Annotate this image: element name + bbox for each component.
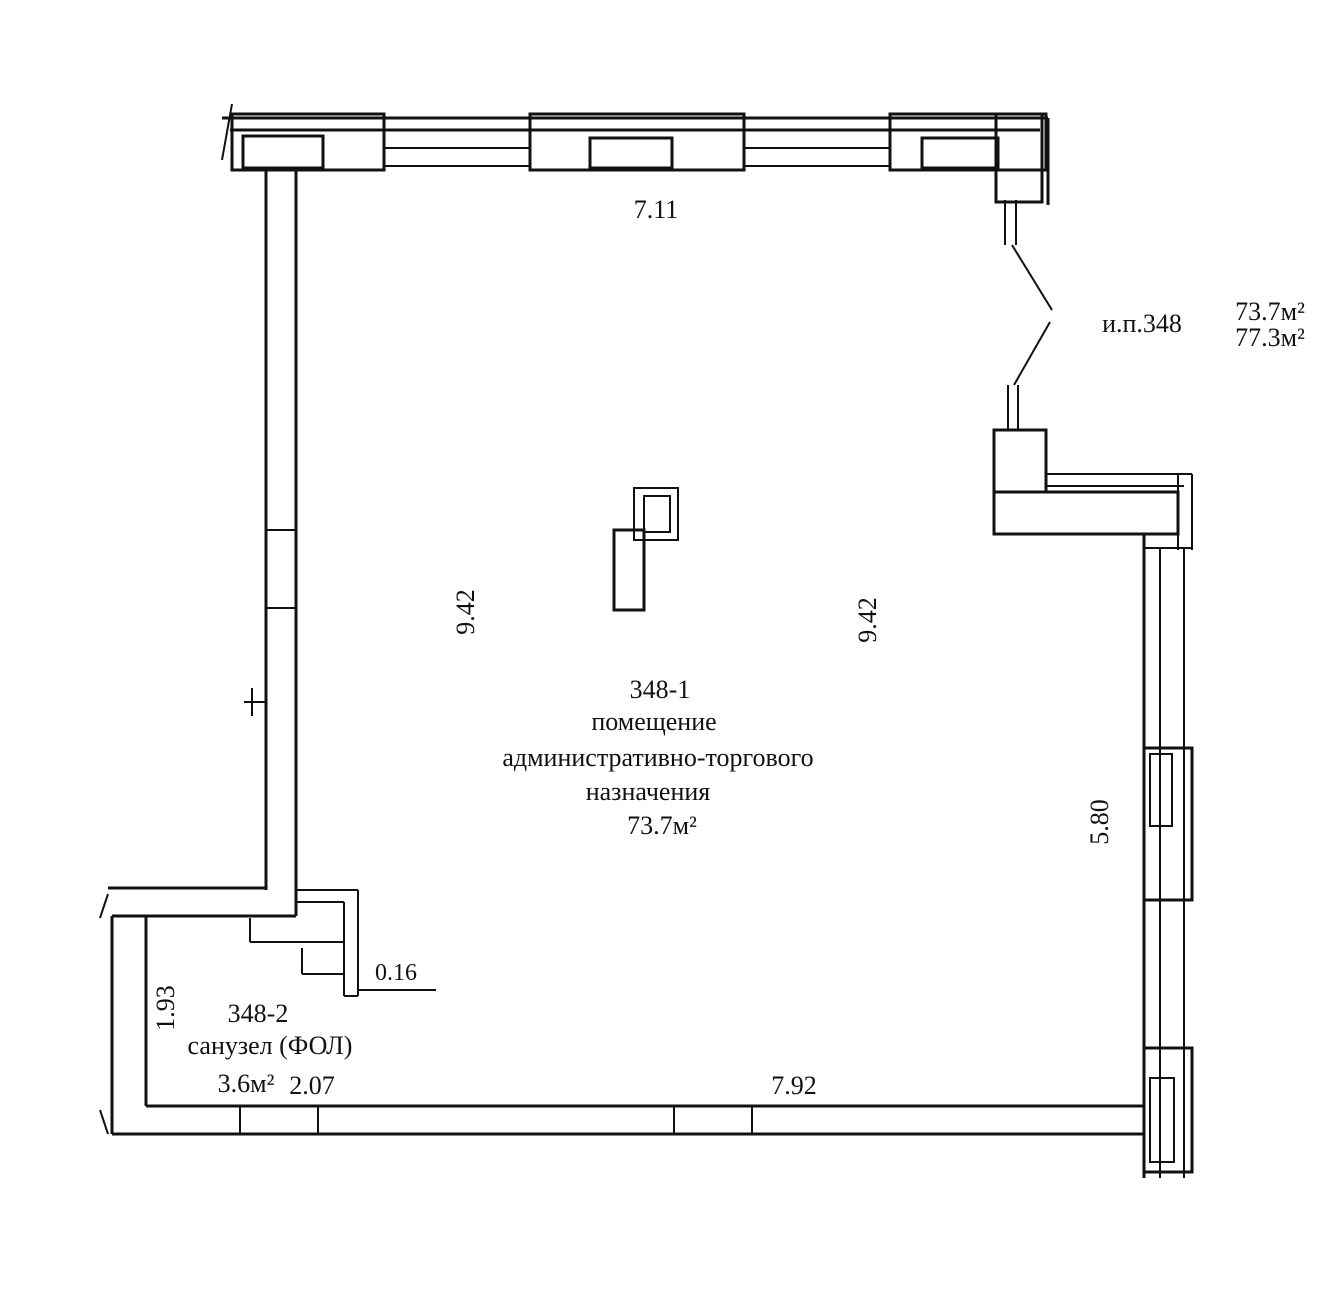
dim-inner-left: 9.42 [451,589,480,635]
right-wall-step [992,428,1194,1178]
unit-id: и.п.348 [1102,309,1182,338]
room-number: 348-2 [228,999,289,1028]
top-wall [221,103,1050,205]
room-name-line: назначения [586,777,711,806]
entrance-door [1007,244,1053,430]
dim-top-wall: 7.11 [634,195,679,224]
room-number: 348-1 [630,675,691,704]
unit-area-total: 77.3м² [1235,323,1305,352]
sanitary-walls [99,889,436,1135]
dim-small-offset: 0.16 [375,960,417,986]
room-name-line: санузел (ФОЛ) [188,1031,353,1060]
bottom-wall [112,1104,1144,1136]
walls [99,103,1194,1178]
room-name-line: помещение [591,707,716,736]
corner-column [994,112,1044,245]
room-348-2-label: 348-2 санузел (ФОЛ) 3.6м² [188,999,353,1098]
room-area: 73.7м² [627,811,697,840]
dim-wc-height: 1.93 [151,985,180,1031]
room-name-line: административно-торгового [502,743,813,772]
dim-bottom-left: 2.07 [289,1071,335,1100]
room-348-1-label: 348-1 помещение административно-торговог… [502,675,813,840]
interior-column [612,487,679,612]
left-wall [99,168,298,919]
dim-bottom-right: 7.92 [771,1071,817,1100]
room-area: 3.6м² [218,1069,275,1098]
unit-area-main: 73.7м² [1235,297,1305,326]
dim-right-wall: 5.80 [1085,799,1114,845]
dim-inner-right: 9.42 [853,597,882,643]
